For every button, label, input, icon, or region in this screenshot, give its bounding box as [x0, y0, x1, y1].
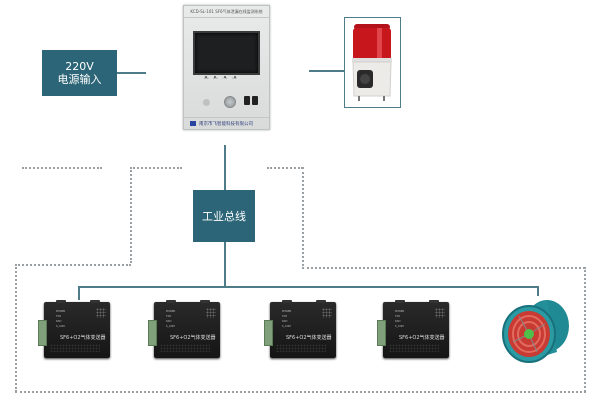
led-indicator: COM: [222, 76, 228, 80]
transmitter-label: SF6+O2气体变送器: [170, 335, 216, 341]
terminal-block: [148, 320, 157, 346]
controller-panel: KCD-SL-101 SF6气体泄漏在线监测系统 RUN ALM COM PWR…: [183, 5, 270, 130]
field-bus-line: [78, 286, 539, 288]
exhaust-fan-icon: [502, 300, 569, 363]
manufacturer-label: 南京市飞智能科技有限公司: [199, 121, 253, 127]
power-connector-line: [117, 72, 146, 74]
buzzer-icon: [203, 99, 210, 106]
controller-title: KCD-SL-101 SF6气体泄漏在线监测系统: [184, 6, 269, 18]
industrial-bus-box: 工业总线: [193, 190, 255, 242]
dotted-boundary: [15, 264, 17, 392]
alarm-connector-line: [309, 70, 344, 72]
power-voltage-label: 220V: [65, 59, 94, 73]
dotted-boundary: [130, 167, 132, 263]
industrial-bus-label: 工业总线: [202, 210, 246, 223]
dotted-boundary: [15, 264, 131, 266]
power-input-label: 电源输入: [57, 72, 102, 86]
terminal-block: [264, 320, 273, 346]
gas-transmitter: POWER TXD RXD S_COM SF6+O2气体变送器: [38, 300, 112, 358]
power-input-box: 220V 电源输入: [42, 50, 117, 96]
transmitter-label: SF6+O2气体变送器: [60, 335, 106, 341]
dotted-boundary: [130, 167, 182, 169]
dotted-boundary: [267, 167, 303, 169]
alarm-light-frame: [344, 17, 401, 108]
alarm-light-icon: [352, 24, 392, 101]
controller-screen: [193, 31, 260, 75]
gas-transmitter: POWER TXD RXD S_COM SF6+O2气体变送器: [264, 300, 338, 358]
dotted-boundary: [22, 167, 102, 169]
gas-transmitter: POWER TXD RXD S_COM SF6+O2气体变送器: [148, 300, 222, 358]
terminal-block: [38, 320, 47, 346]
bus-drop-line: [78, 286, 80, 300]
led-indicator: PWR: [232, 76, 237, 80]
transmitter-label: SF6+O2气体变送器: [399, 335, 445, 341]
led-indicator: ALM: [213, 76, 218, 80]
power-switch: [244, 96, 250, 105]
gas-transmitter: POWER TXD RXD S_COM SF6+O2气体变送器: [377, 300, 451, 358]
company-logo-icon: [190, 121, 196, 126]
knob-button: [224, 96, 236, 108]
dotted-boundary: [584, 267, 586, 392]
bus-drop-line: [537, 286, 539, 296]
transmitter-label: SF6+O2气体变送器: [286, 335, 332, 341]
dotted-boundary: [302, 267, 585, 269]
dotted-boundary: [302, 167, 304, 266]
power-switch: [252, 96, 258, 105]
led-indicator: RUN: [204, 76, 209, 80]
controller-leds: RUN ALM COM PWR: [204, 76, 237, 80]
controller-footer: 南京市飞智能科技有限公司: [184, 117, 269, 129]
terminal-block: [377, 320, 386, 346]
dotted-boundary: [15, 391, 586, 393]
